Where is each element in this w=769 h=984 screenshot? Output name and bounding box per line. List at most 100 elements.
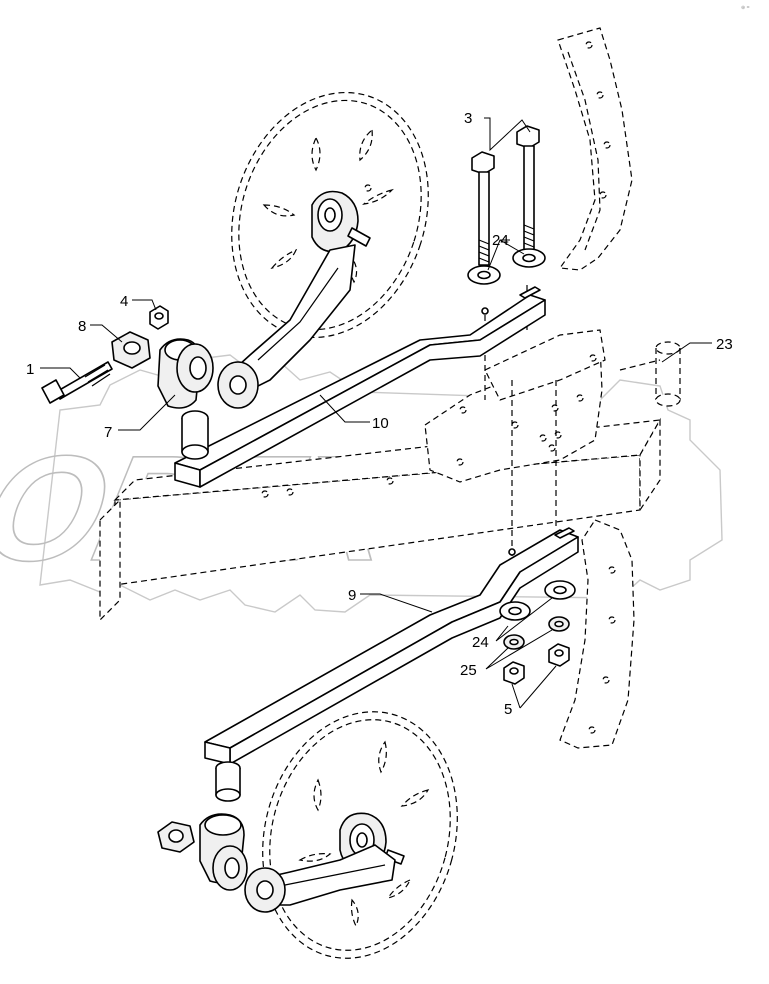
shank-hole	[599, 191, 607, 199]
upper-hub-arm	[217, 190, 371, 409]
upper-bar	[174, 286, 546, 488]
plate-hole	[459, 406, 467, 414]
housing-7-gear-hub	[189, 356, 207, 380]
spacer-23	[655, 341, 681, 407]
shank-hole	[603, 141, 611, 149]
lower-disc-rim	[269, 719, 451, 951]
callouts: 1 3 4 8 7 10 23 24 9 24 25 5	[26, 110, 733, 718]
lower-disc-slot	[378, 740, 387, 774]
shank-hole	[585, 41, 593, 49]
washer-24c-bore	[508, 606, 522, 616]
callout-8: 8	[78, 318, 86, 335]
spacer-23-body	[655, 348, 681, 400]
leader-8	[90, 324, 123, 343]
shank-hole	[608, 566, 616, 574]
leader-9	[360, 593, 433, 613]
upper-post-base	[181, 444, 209, 460]
spacer-23-base	[655, 393, 681, 407]
callout-24-upper: 24	[492, 232, 509, 249]
lock-washer-25b-bore	[554, 620, 564, 628]
lower-housing-socket	[204, 814, 242, 836]
callout-9: 9	[348, 587, 356, 604]
bolt-3a-shank	[478, 171, 490, 266]
lower-bar-hole	[508, 548, 516, 556]
upper-disc-slot	[262, 204, 296, 217]
shank-hole	[608, 616, 616, 624]
frame-beam-end	[639, 417, 661, 512]
bolt-1-thread	[84, 364, 111, 387]
upper-bar-hole	[481, 307, 489, 315]
upper-arm-edge	[257, 267, 339, 361]
frame-bracket-left	[99, 498, 121, 622]
shank-dashed	[557, 27, 635, 749]
frame-hole	[386, 477, 394, 485]
lower-bar	[204, 527, 579, 802]
shank-hole	[588, 726, 596, 734]
lower-hub-bore	[356, 832, 368, 848]
upper-bar-slot	[519, 286, 541, 299]
lower-disc-slot	[400, 789, 430, 807]
leader-25	[485, 629, 553, 670]
upper-hub-bolt	[347, 227, 371, 247]
bolt-1-head	[41, 379, 65, 404]
frame-hole	[261, 490, 269, 498]
bolt-axis-line	[619, 359, 661, 371]
washer-24b-bore	[522, 253, 536, 263]
lower-disc-slot	[350, 898, 359, 928]
callout-5: 5	[504, 701, 512, 718]
callout-10: 10	[372, 415, 389, 432]
upper-disc-slot	[359, 128, 373, 162]
plate-hole	[511, 421, 519, 429]
leader-7	[118, 394, 176, 431]
leader-lines	[40, 117, 712, 709]
frame-hole	[286, 488, 294, 496]
leader-23	[661, 342, 712, 363]
lower-disc-slot	[298, 853, 332, 862]
plate-hole	[539, 434, 547, 442]
plate-hole	[576, 394, 584, 402]
callout-7: 7	[104, 424, 112, 441]
callout-24-lower: 24	[472, 634, 489, 651]
upper-disc-slot	[311, 136, 321, 172]
callout-25: 25	[460, 662, 477, 679]
callout-23: 23	[716, 336, 733, 353]
lower-clamp-bore	[168, 829, 184, 843]
upper-clamp-assembly	[41, 305, 214, 409]
upper-bar-side	[199, 299, 546, 488]
leader-5	[511, 665, 557, 709]
upper-disc-hole	[364, 184, 372, 192]
corner-mark: ⊕ =	[741, 5, 750, 11]
lower-post-base	[215, 788, 241, 802]
lower-clamp-assembly	[157, 813, 248, 891]
plate-hole	[589, 354, 597, 362]
leader-24-lower	[495, 597, 553, 642]
mounting-plate-dashed	[424, 285, 661, 560]
leader-10	[319, 394, 370, 423]
leader-1	[40, 367, 81, 379]
upper-disc-slot	[362, 188, 394, 205]
plate-hole	[456, 458, 464, 466]
lock-washer-25a-bore	[509, 638, 519, 646]
callout-1: 1	[26, 361, 34, 378]
washer-24d-bore	[553, 585, 567, 595]
bolt-3a-thread	[478, 239, 490, 263]
bolt-3b-thread	[523, 224, 535, 248]
lower-fasteners	[499, 580, 576, 685]
nut-4-bore	[154, 312, 164, 320]
upper-disc-slot	[270, 248, 298, 269]
upper-arm-eye-bore	[229, 375, 247, 395]
mounting-bracket-upper	[484, 329, 606, 401]
nut-5b-bore	[554, 649, 564, 657]
nut-5a-bore	[509, 667, 519, 675]
plate-hole	[548, 444, 556, 452]
clamp-8-bore	[123, 341, 141, 355]
leader-24-upper	[487, 239, 525, 271]
plate-hole	[551, 404, 559, 412]
callout-4: 4	[120, 293, 128, 310]
lower-arm-edge	[269, 864, 386, 889]
lower-housing-gear-hub	[224, 857, 240, 879]
leader-4	[132, 299, 157, 311]
bolt-3a-head	[471, 151, 495, 175]
lower-disc-slot	[313, 778, 322, 812]
